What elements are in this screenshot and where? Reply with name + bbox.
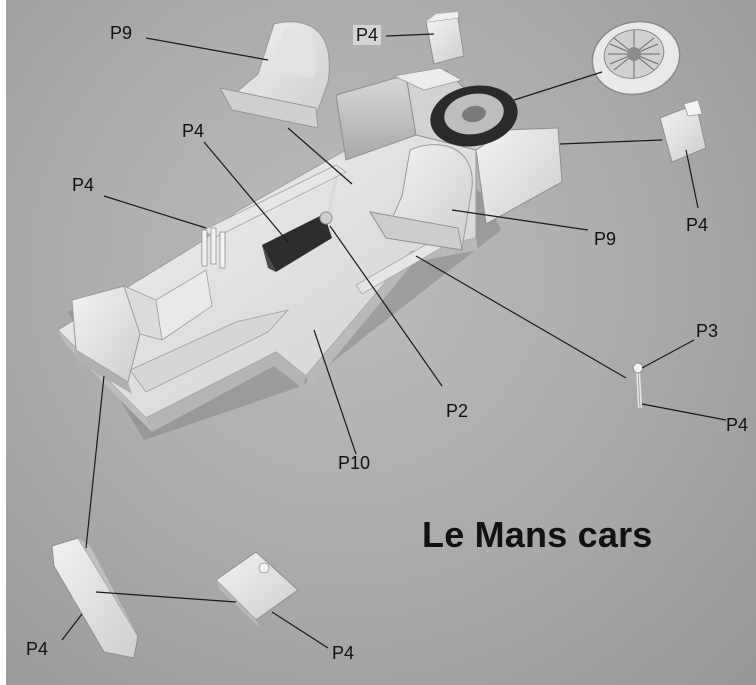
- gear-stick-part: [319, 177, 338, 225]
- clip-part-top: [425, 12, 465, 65]
- label-stick: P2: [446, 401, 469, 421]
- caption-title: Le Mans cars: [422, 514, 653, 555]
- label-seat-top: P9: [110, 23, 133, 43]
- label-chassis: P10: [338, 453, 371, 473]
- label-pin-top: P3: [696, 321, 719, 341]
- rear-wheel: [430, 85, 518, 147]
- leader-lines: [61, 33, 727, 649]
- label-tray-left: P4: [72, 175, 95, 195]
- clip-part-right: [659, 99, 707, 163]
- front-cockpit-part: [71, 269, 290, 394]
- lower-tray-part: [215, 551, 299, 628]
- label-panel-right: P4: [332, 643, 355, 663]
- installed-seat-part: [368, 144, 473, 251]
- label-pin-bottom: P4: [726, 415, 749, 435]
- label-floor-left: P4: [182, 121, 205, 141]
- lower-panel-left: [51, 537, 140, 659]
- loose-seat-part: [219, 21, 330, 129]
- pedal-pegs-part: [201, 227, 226, 269]
- label-clip-right: P4: [686, 215, 709, 235]
- kit-parts-photo: [51, 12, 727, 659]
- label-clip-top: P4: [353, 25, 382, 45]
- label-seat-right: P9: [594, 229, 617, 249]
- chassis-floor-part: [57, 119, 478, 432]
- spare-wire-wheel: [591, 20, 681, 96]
- pin-part: [632, 362, 644, 409]
- label-panel-left: P4: [26, 639, 49, 659]
